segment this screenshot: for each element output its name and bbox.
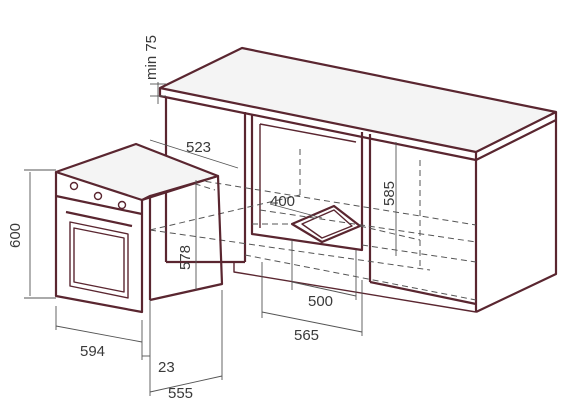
label-niche-height: 585 xyxy=(381,181,398,206)
dimension-lines xyxy=(24,82,397,396)
label-niche-width: 565 xyxy=(294,327,319,344)
niche-floor-cutout-inner xyxy=(301,209,353,239)
label-panel-thickness: 23 xyxy=(158,359,175,376)
oven-side xyxy=(141,194,152,300)
niche-top-inner xyxy=(259,123,357,143)
cabinet xyxy=(158,46,558,313)
oven-knob-right xyxy=(117,200,127,210)
label-oven-height: 600 xyxy=(7,223,24,248)
cabinet-plinth xyxy=(233,262,477,313)
oven-knob-middle xyxy=(93,191,103,201)
cabinet-bottom-right xyxy=(369,280,477,306)
label-oven-width: 594 xyxy=(80,343,105,360)
label-oven-body-height: 578 xyxy=(177,245,194,270)
oven-door-window xyxy=(69,221,129,299)
oven-door-handle xyxy=(65,210,133,228)
label-oven-depth: 555 xyxy=(168,385,193,402)
label-cabinet-depth: 523 xyxy=(186,139,211,156)
countertop-front-edge xyxy=(158,88,478,162)
label-niche-floor-width: 500 xyxy=(308,293,333,310)
label-niche-floor-depth: 400 xyxy=(270,193,295,210)
oven-knob-left xyxy=(69,181,79,191)
oven-door-window-inner xyxy=(73,227,125,293)
oven-front xyxy=(54,172,144,314)
dimension-labels: min 75 523 585 400 578 500 565 600 594 2… xyxy=(7,35,398,402)
niche-opening xyxy=(250,115,364,252)
oven-body-side xyxy=(149,174,224,302)
oven-control-panel-edge xyxy=(55,194,143,216)
cabinet-right-side xyxy=(475,120,558,313)
oven xyxy=(54,142,224,314)
label-min-clearance: min 75 xyxy=(143,35,160,80)
